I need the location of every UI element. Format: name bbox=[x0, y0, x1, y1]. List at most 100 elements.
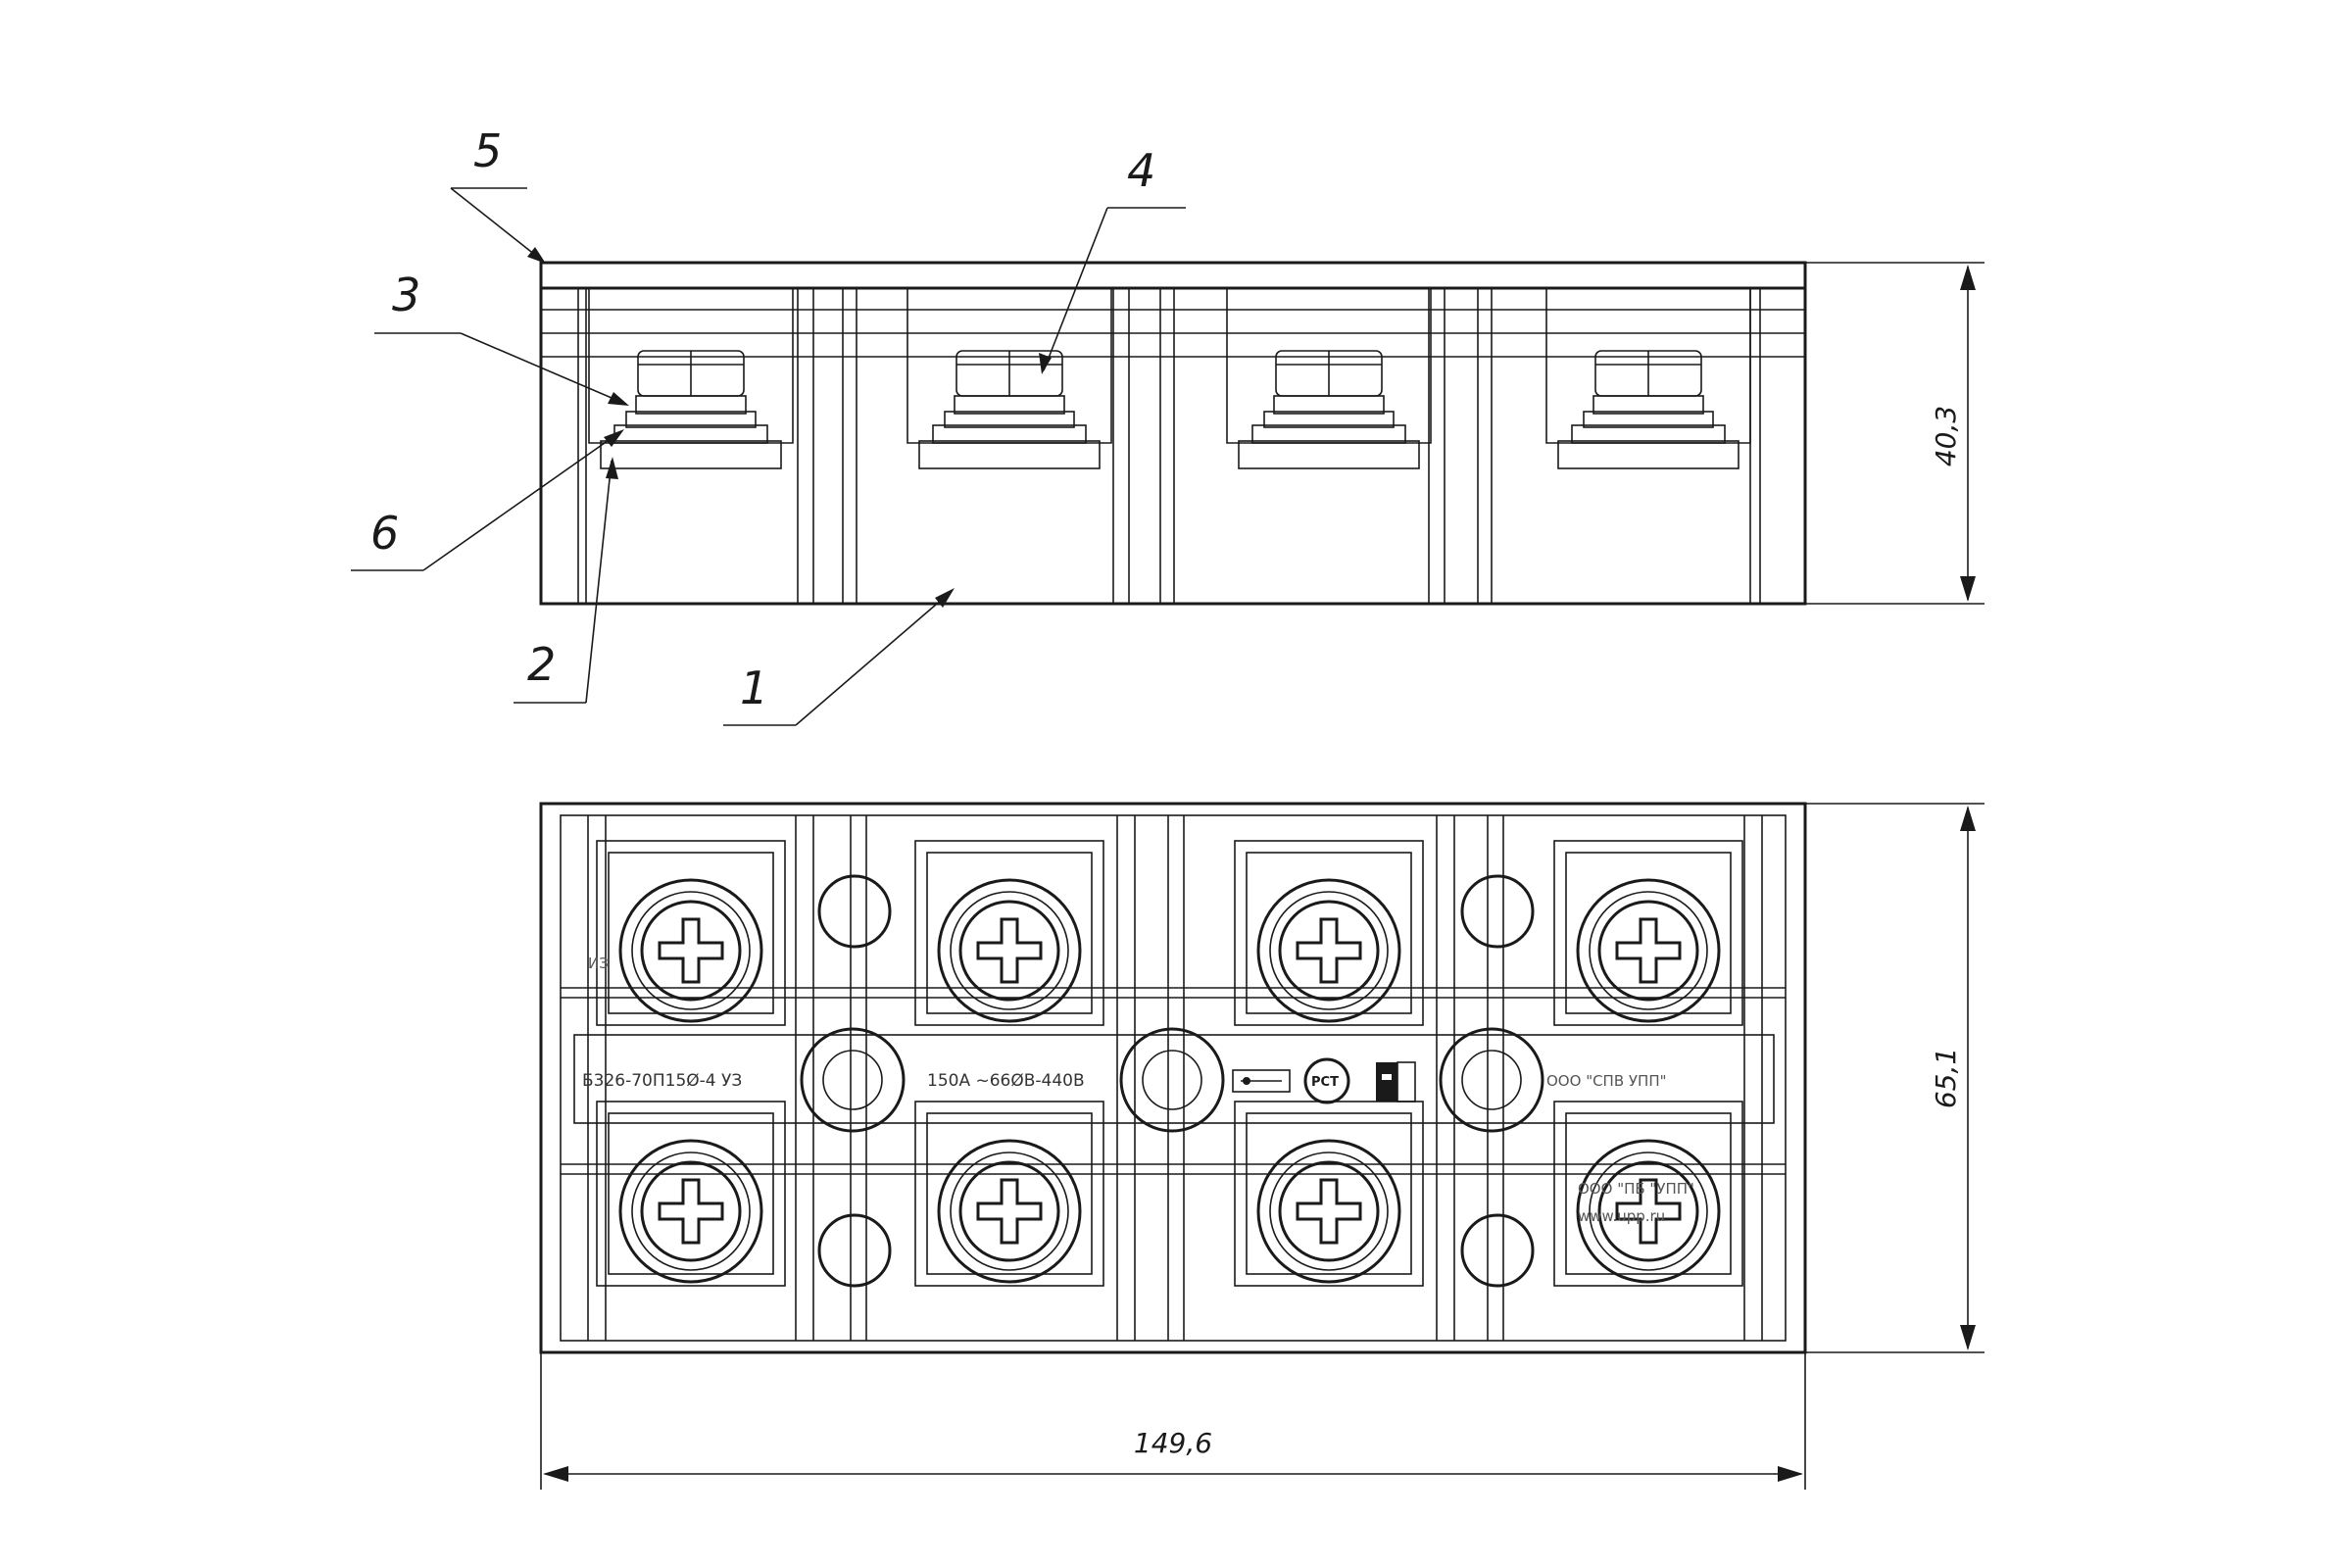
screw-head bbox=[640, 900, 742, 1002]
callout-5: 5 bbox=[473, 124, 502, 177]
phillips-screw-icon bbox=[1615, 917, 1682, 984]
marking-maker-short: ООО "СПВ УПП" bbox=[1546, 1072, 1667, 1090]
screw-washer bbox=[631, 1152, 751, 1271]
terminal-pocket-inner bbox=[1565, 852, 1732, 1014]
screw-washer bbox=[1589, 891, 1708, 1010]
screw-head bbox=[1597, 900, 1699, 1002]
screw-outer bbox=[1256, 1139, 1401, 1284]
washer-plate bbox=[1251, 424, 1406, 444]
phillips-screw-icon bbox=[1296, 917, 1362, 984]
terminal-pocket bbox=[1234, 1101, 1424, 1287]
center-boss bbox=[800, 1027, 906, 1133]
callout-6: 6 bbox=[370, 507, 399, 560]
terminal-pocket-inner bbox=[608, 1112, 774, 1275]
center-hole bbox=[822, 1050, 883, 1110]
terminal-pocket-inner bbox=[926, 852, 1093, 1014]
phillips-screw-icon bbox=[1615, 1178, 1682, 1245]
phillips-screw-icon bbox=[658, 1178, 724, 1245]
center-boss bbox=[1439, 1027, 1544, 1133]
screw-head bbox=[640, 1160, 742, 1262]
terminal-pocket bbox=[596, 840, 786, 1026]
screw-outer bbox=[1576, 1139, 1721, 1284]
terminal-pocket bbox=[914, 840, 1104, 1026]
screw-outer bbox=[937, 878, 1082, 1023]
mounting-hole bbox=[817, 1213, 892, 1288]
side-terminals bbox=[588, 288, 1751, 469]
marking-maker-full: ООО "ПБ "УПП" bbox=[1578, 1180, 1694, 1198]
screw-head bbox=[1278, 1160, 1380, 1262]
svg-text:PCT: PCT bbox=[1311, 1075, 1339, 1090]
screw-washer bbox=[1589, 1152, 1708, 1271]
fuse-icon bbox=[1232, 1069, 1291, 1093]
terminal-pocket-inner bbox=[1565, 1112, 1732, 1275]
top-terminals bbox=[596, 840, 1743, 1287]
mounting-hole bbox=[1460, 874, 1535, 949]
screw-head bbox=[1597, 1160, 1699, 1262]
washer-base bbox=[600, 440, 782, 469]
washer-base bbox=[918, 440, 1101, 469]
marking-block-icon bbox=[1376, 1061, 1416, 1102]
screw-washer bbox=[950, 891, 1069, 1010]
terminal-pocket bbox=[914, 1101, 1104, 1287]
washer-base bbox=[1557, 440, 1740, 469]
screw-washer bbox=[1269, 1152, 1389, 1271]
center-boss bbox=[1119, 1027, 1225, 1133]
dimension-width: 149,6 bbox=[540, 1352, 1806, 1490]
phillips-screw-icon bbox=[976, 917, 1043, 984]
screw-outer bbox=[1576, 878, 1721, 1023]
terminal-pocket bbox=[596, 1101, 786, 1287]
marking-rating: 150А ~66ØВ-440В bbox=[927, 1071, 1085, 1091]
washer-plate bbox=[1571, 424, 1726, 444]
screw-washer bbox=[1269, 891, 1389, 1010]
mounting-hole bbox=[817, 874, 892, 949]
screw-outer bbox=[618, 878, 763, 1023]
screw-outer bbox=[618, 1139, 763, 1284]
screw-outer bbox=[1256, 878, 1401, 1023]
callouts: 5 4 3 6 2 1 bbox=[351, 124, 1186, 726]
dim-label-149-6: 149,6 bbox=[1134, 1427, 1212, 1459]
callout-3: 3 bbox=[392, 269, 420, 321]
side-view bbox=[539, 261, 1807, 606]
callout-4: 4 bbox=[1127, 144, 1155, 197]
terminal-pocket-inner bbox=[608, 852, 774, 1014]
callout-2: 2 bbox=[527, 638, 556, 691]
phillips-screw-icon bbox=[658, 917, 724, 984]
spring-washer bbox=[1583, 411, 1714, 428]
marking-website: www.upp.ru bbox=[1578, 1207, 1665, 1225]
spring-washer bbox=[944, 411, 1075, 428]
partitions bbox=[577, 288, 1761, 604]
phillips-screw-icon bbox=[976, 1178, 1043, 1245]
marking-terminal: ИЗ bbox=[588, 955, 609, 972]
washer-base bbox=[1238, 440, 1420, 469]
terminal-pocket bbox=[1553, 1101, 1743, 1287]
rst-certification-icon: PCT bbox=[1303, 1057, 1350, 1104]
center-hole bbox=[1142, 1050, 1202, 1110]
label-band bbox=[573, 1034, 1775, 1124]
dimension-height-side: 40,3 bbox=[1805, 262, 1984, 605]
mounting-holes bbox=[800, 874, 1544, 1288]
top-view: Б326-70П15Ø-4 УЗ 150А ~66ØВ-440В ООО "СП… bbox=[539, 802, 1807, 1354]
center-hole bbox=[1461, 1050, 1522, 1110]
terminal-pocket bbox=[1553, 840, 1743, 1026]
dim-label-65-1: 65,1 bbox=[1930, 1048, 1962, 1108]
washer-plate bbox=[932, 424, 1087, 444]
cover-plate bbox=[539, 261, 1807, 290]
screw-head bbox=[958, 900, 1060, 1002]
screw-washer bbox=[950, 1152, 1069, 1271]
terminal-pocket-inner bbox=[926, 1112, 1093, 1275]
screw-washer bbox=[631, 891, 751, 1010]
screw-outer bbox=[937, 1139, 1082, 1284]
top-partitions bbox=[587, 815, 1763, 1341]
callout-1: 1 bbox=[740, 662, 768, 714]
screw-head bbox=[1278, 900, 1380, 1002]
dimension-height-top: 65,1 bbox=[1805, 803, 1984, 1353]
spring-washer bbox=[1263, 411, 1395, 428]
marking-type-code: Б326-70П15Ø-4 УЗ bbox=[582, 1071, 742, 1091]
spring-washer bbox=[625, 411, 757, 428]
terminal-pocket-inner bbox=[1246, 1112, 1412, 1275]
terminal-pocket-inner bbox=[1246, 852, 1412, 1014]
terminal-pocket bbox=[1234, 840, 1424, 1026]
screw-head bbox=[958, 1160, 1060, 1262]
dim-label-40-3: 40,3 bbox=[1930, 406, 1962, 466]
